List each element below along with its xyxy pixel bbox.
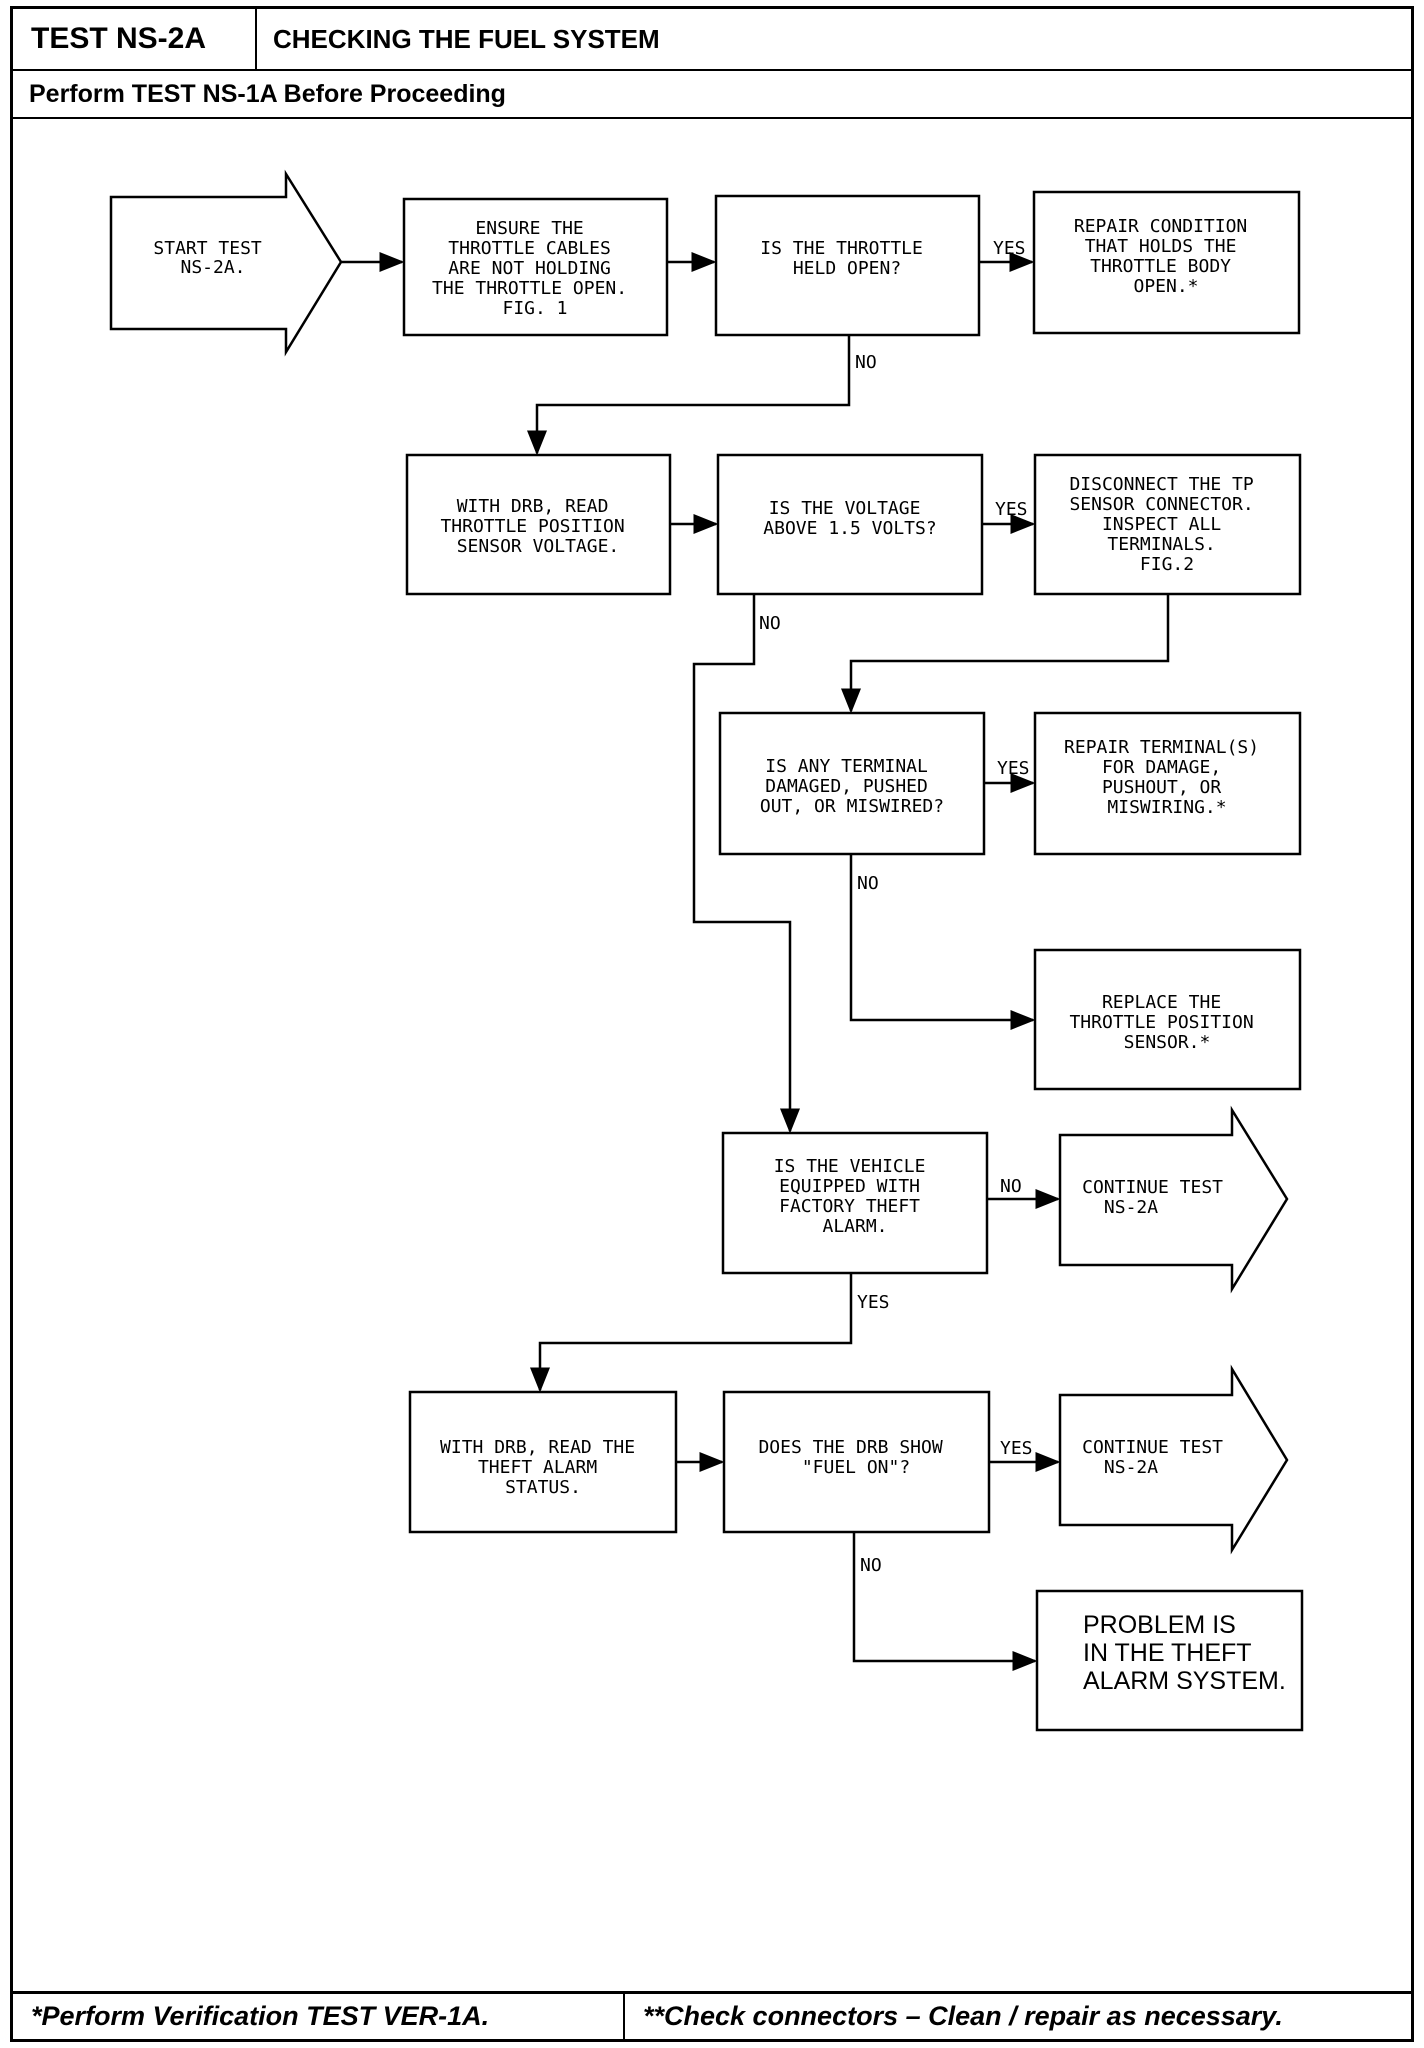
read-tps-text: WITH DRB, READ THROTTLE POSITION SENSOR …	[440, 496, 635, 557]
flowchart: START TEST NS-2A. ENSURE THE THROTTLE CA…	[109, 169, 1304, 1732]
footer: *Perform Verification TEST VER-1A. **Che…	[13, 1991, 1411, 2039]
continue1-text: CONTINUE TEST NS-2A	[1082, 1177, 1234, 1218]
connector	[692, 594, 800, 1134]
yes-label: YES	[995, 499, 1028, 520]
ensure-text: ENSURE THE THROTTLE CABLES ARE NOT HOLDI…	[432, 218, 638, 319]
continue2-arrow-shape	[1058, 1364, 1289, 1555]
yes-label: YES	[857, 1292, 890, 1313]
connector	[530, 1273, 853, 1393]
no-label: NO	[1000, 1176, 1022, 1197]
header-row: TEST NS-2A CHECKING THE FUEL SYSTEM	[13, 9, 1411, 71]
replace-tps-text: REPLACE THE THROTTLE POSITION SENSOR.*	[1069, 992, 1264, 1053]
no-label: NO	[855, 352, 877, 373]
disconnect-text: DISCONNECT THE TP SENSOR CONNECTOR. INSP…	[1069, 474, 1264, 575]
repair-terminal-text: REPAIR TERMINAL(S) FOR DAMAGE, PUSHOUT, …	[1064, 737, 1270, 818]
test-id: TEST NS-2A	[13, 9, 257, 69]
repair-held-text: REPAIR CONDITION THAT HOLDS THE THROTTLE…	[1074, 216, 1258, 297]
yes-label: YES	[997, 758, 1030, 779]
q-held-text: IS THE THROTTLE HELD OPEN?	[760, 238, 933, 279]
connector	[852, 1532, 1038, 1671]
yes-label: YES	[993, 238, 1026, 259]
read-alarm-text: WITH DRB, READ THE THEFT ALARM STATUS.	[440, 1437, 646, 1498]
procedure-sheet: TEST NS-2A CHECKING THE FUEL SYSTEM Perf…	[10, 6, 1414, 2042]
q-alarm-box	[721, 1131, 989, 1275]
q-terminal-text: IS ANY TERMINAL DAMAGED, PUSHED OUT, OR …	[760, 756, 944, 817]
footer-note-verification: *Perform Verification TEST VER-1A.	[13, 1994, 625, 2039]
start-text: START TEST NS-2A.	[153, 238, 272, 278]
q-voltage-text: IS THE VOLTAGE ABOVE 1.5 VOLTS?	[763, 498, 936, 539]
yes-label: YES	[1000, 1438, 1033, 1459]
connector	[527, 335, 851, 456]
no-label: NO	[860, 1555, 882, 1576]
connector	[849, 854, 1036, 1030]
footer-note-connectors: **Check connectors – Clean / repair as n…	[643, 2001, 1283, 2031]
q-fuel-text: DOES THE DRB SHOW "FUEL ON"?	[758, 1437, 953, 1478]
no-label: NO	[759, 613, 781, 634]
problem-text: PROBLEM IS IN THE THEFT ALARM SYSTEM.	[1083, 1611, 1286, 1695]
connector	[841, 594, 1170, 714]
start-arrow-shape	[109, 169, 343, 357]
q-alarm-text: IS THE VEHICLE EQUIPPED WITH FACTORY THE…	[774, 1156, 937, 1237]
no-label: NO	[857, 873, 879, 894]
test-title: CHECKING THE FUEL SYSTEM	[273, 24, 660, 54]
continue1-arrow-shape	[1058, 1105, 1289, 1294]
continue2-text: CONTINUE TEST NS-2A	[1082, 1437, 1234, 1478]
prerequisite-note: Perform TEST NS-1A Before Proceeding	[13, 71, 1411, 119]
